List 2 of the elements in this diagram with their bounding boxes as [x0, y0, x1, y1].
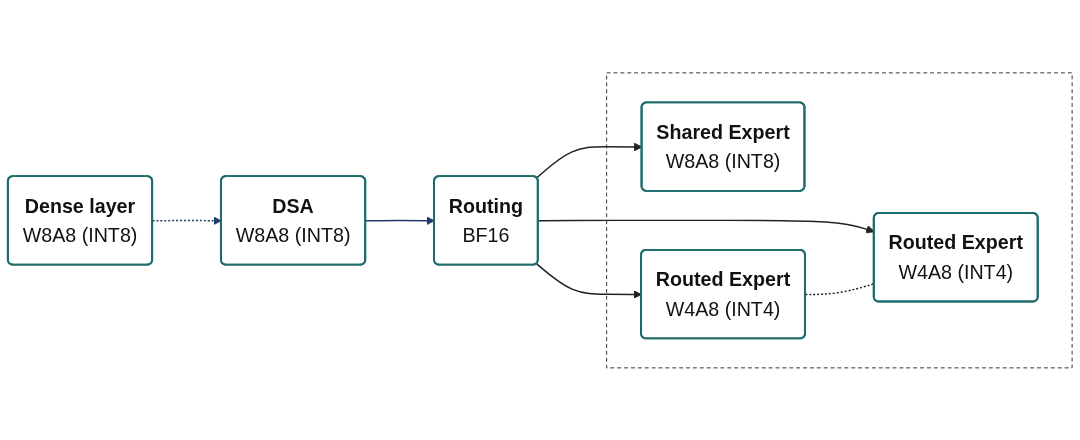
cluster	[606, 72, 1073, 368]
arrow	[535, 262, 642, 299]
